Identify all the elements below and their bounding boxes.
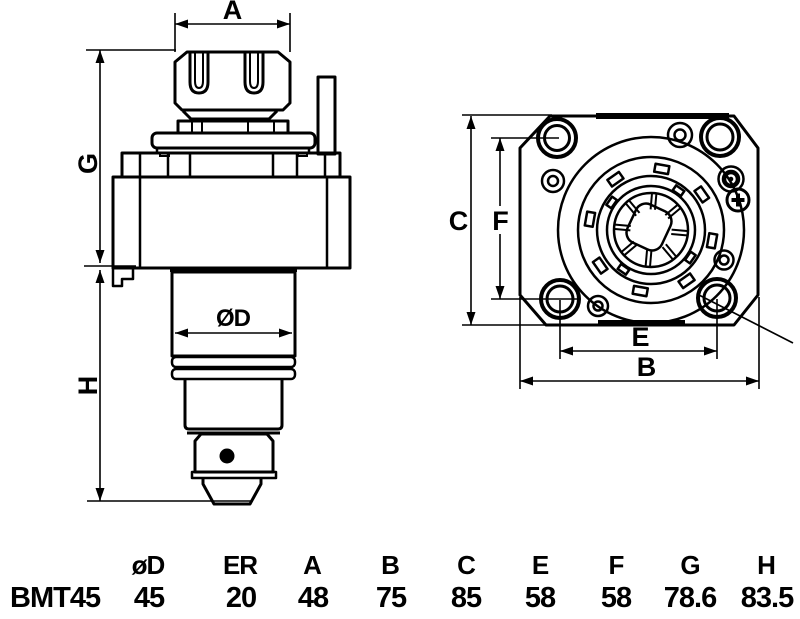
bottom-cap	[193, 432, 275, 474]
nut-collar	[181, 109, 279, 121]
clamping-band-segments	[138, 153, 327, 177]
small-hole-right	[713, 249, 735, 271]
front-view-drawing: C F E B	[449, 113, 794, 389]
cap-hole-dot	[219, 448, 235, 464]
dim-label-e: E	[631, 322, 648, 352]
value-a: 48	[297, 582, 329, 614]
dim-label-b: B	[637, 352, 656, 382]
mounting-hole-top-right	[699, 116, 741, 158]
dim-label-c: C	[449, 206, 468, 236]
small-hole-bottom-center	[586, 294, 610, 318]
dim-label-g: G	[73, 154, 103, 174]
col-header-g: G	[680, 550, 700, 580]
spindle-step-lines	[191, 121, 275, 133]
value-d: 45	[133, 582, 165, 614]
housing-left-tab	[111, 268, 135, 288]
flange-plate	[150, 131, 317, 150]
col-header-er: ER	[222, 550, 258, 580]
dim-c-extension-lines	[462, 114, 552, 326]
phillips-screw	[725, 187, 751, 213]
collet-nut-outline	[173, 50, 292, 112]
value-g: 78.6	[663, 582, 717, 614]
col-header-e: E	[531, 550, 549, 580]
lower-neck	[183, 379, 284, 431]
collet-nut-notches	[583, 162, 719, 298]
nut-wrench-slot-right-inner	[249, 52, 259, 90]
bottom-tip	[201, 478, 263, 506]
top-slot-bar	[596, 113, 729, 119]
nut-wrench-slot-left-inner	[194, 52, 204, 90]
col-header-b: B	[381, 550, 400, 580]
dim-b-extension-lines	[519, 297, 760, 389]
dim-f-label-mask	[490, 206, 510, 234]
dim-label-d: ØD	[216, 305, 251, 332]
dim-label-h: H	[73, 377, 103, 396]
cap-lip	[190, 470, 278, 480]
col-header-h: H	[757, 550, 776, 580]
value-h: 83.5	[740, 582, 794, 614]
value-f: 58	[600, 582, 632, 614]
collet-nut-circle	[595, 174, 707, 286]
collet-nut-inner-circle	[605, 184, 697, 276]
leader-line	[698, 294, 794, 344]
dim-label-f: F	[492, 206, 508, 236]
small-hole-upper-left	[540, 168, 566, 194]
shank-groove-ring-1	[170, 355, 297, 369]
row-model-name: BMT45	[10, 582, 101, 614]
value-er: 20	[225, 582, 257, 614]
nut-wrench-slot-right	[243, 52, 265, 95]
value-b: 75	[375, 582, 407, 614]
spindle-step-block	[176, 119, 290, 135]
collet-bore	[625, 202, 673, 252]
value-c: 85	[450, 582, 482, 614]
col-header-a: A	[303, 550, 322, 580]
housing-body	[111, 175, 352, 270]
nut-wrench-slot-left	[188, 52, 210, 95]
side-view-drawing: A G H	[73, 0, 352, 506]
index-pin	[316, 75, 337, 156]
tool-holder-drawing: A G H	[73, 0, 794, 506]
housing-body-edges	[138, 177, 329, 268]
shank-groove-ring-2	[170, 367, 297, 381]
col-header-d: øD	[131, 550, 166, 580]
dimension-table: øD ER A B C E F G H BMT45 45 20 48 75 85…	[0, 540, 800, 619]
value-e: 58	[524, 582, 556, 614]
bearing-inner-circle	[576, 155, 726, 305]
dim-label-a: A	[223, 0, 242, 25]
col-header-c: C	[457, 550, 476, 580]
small-hole-top-center	[666, 121, 694, 149]
collet-outer-circle	[612, 191, 690, 269]
bearing-housing-circle	[556, 135, 746, 325]
flange-plate-outline	[518, 114, 760, 327]
col-header-f: F	[608, 550, 625, 580]
